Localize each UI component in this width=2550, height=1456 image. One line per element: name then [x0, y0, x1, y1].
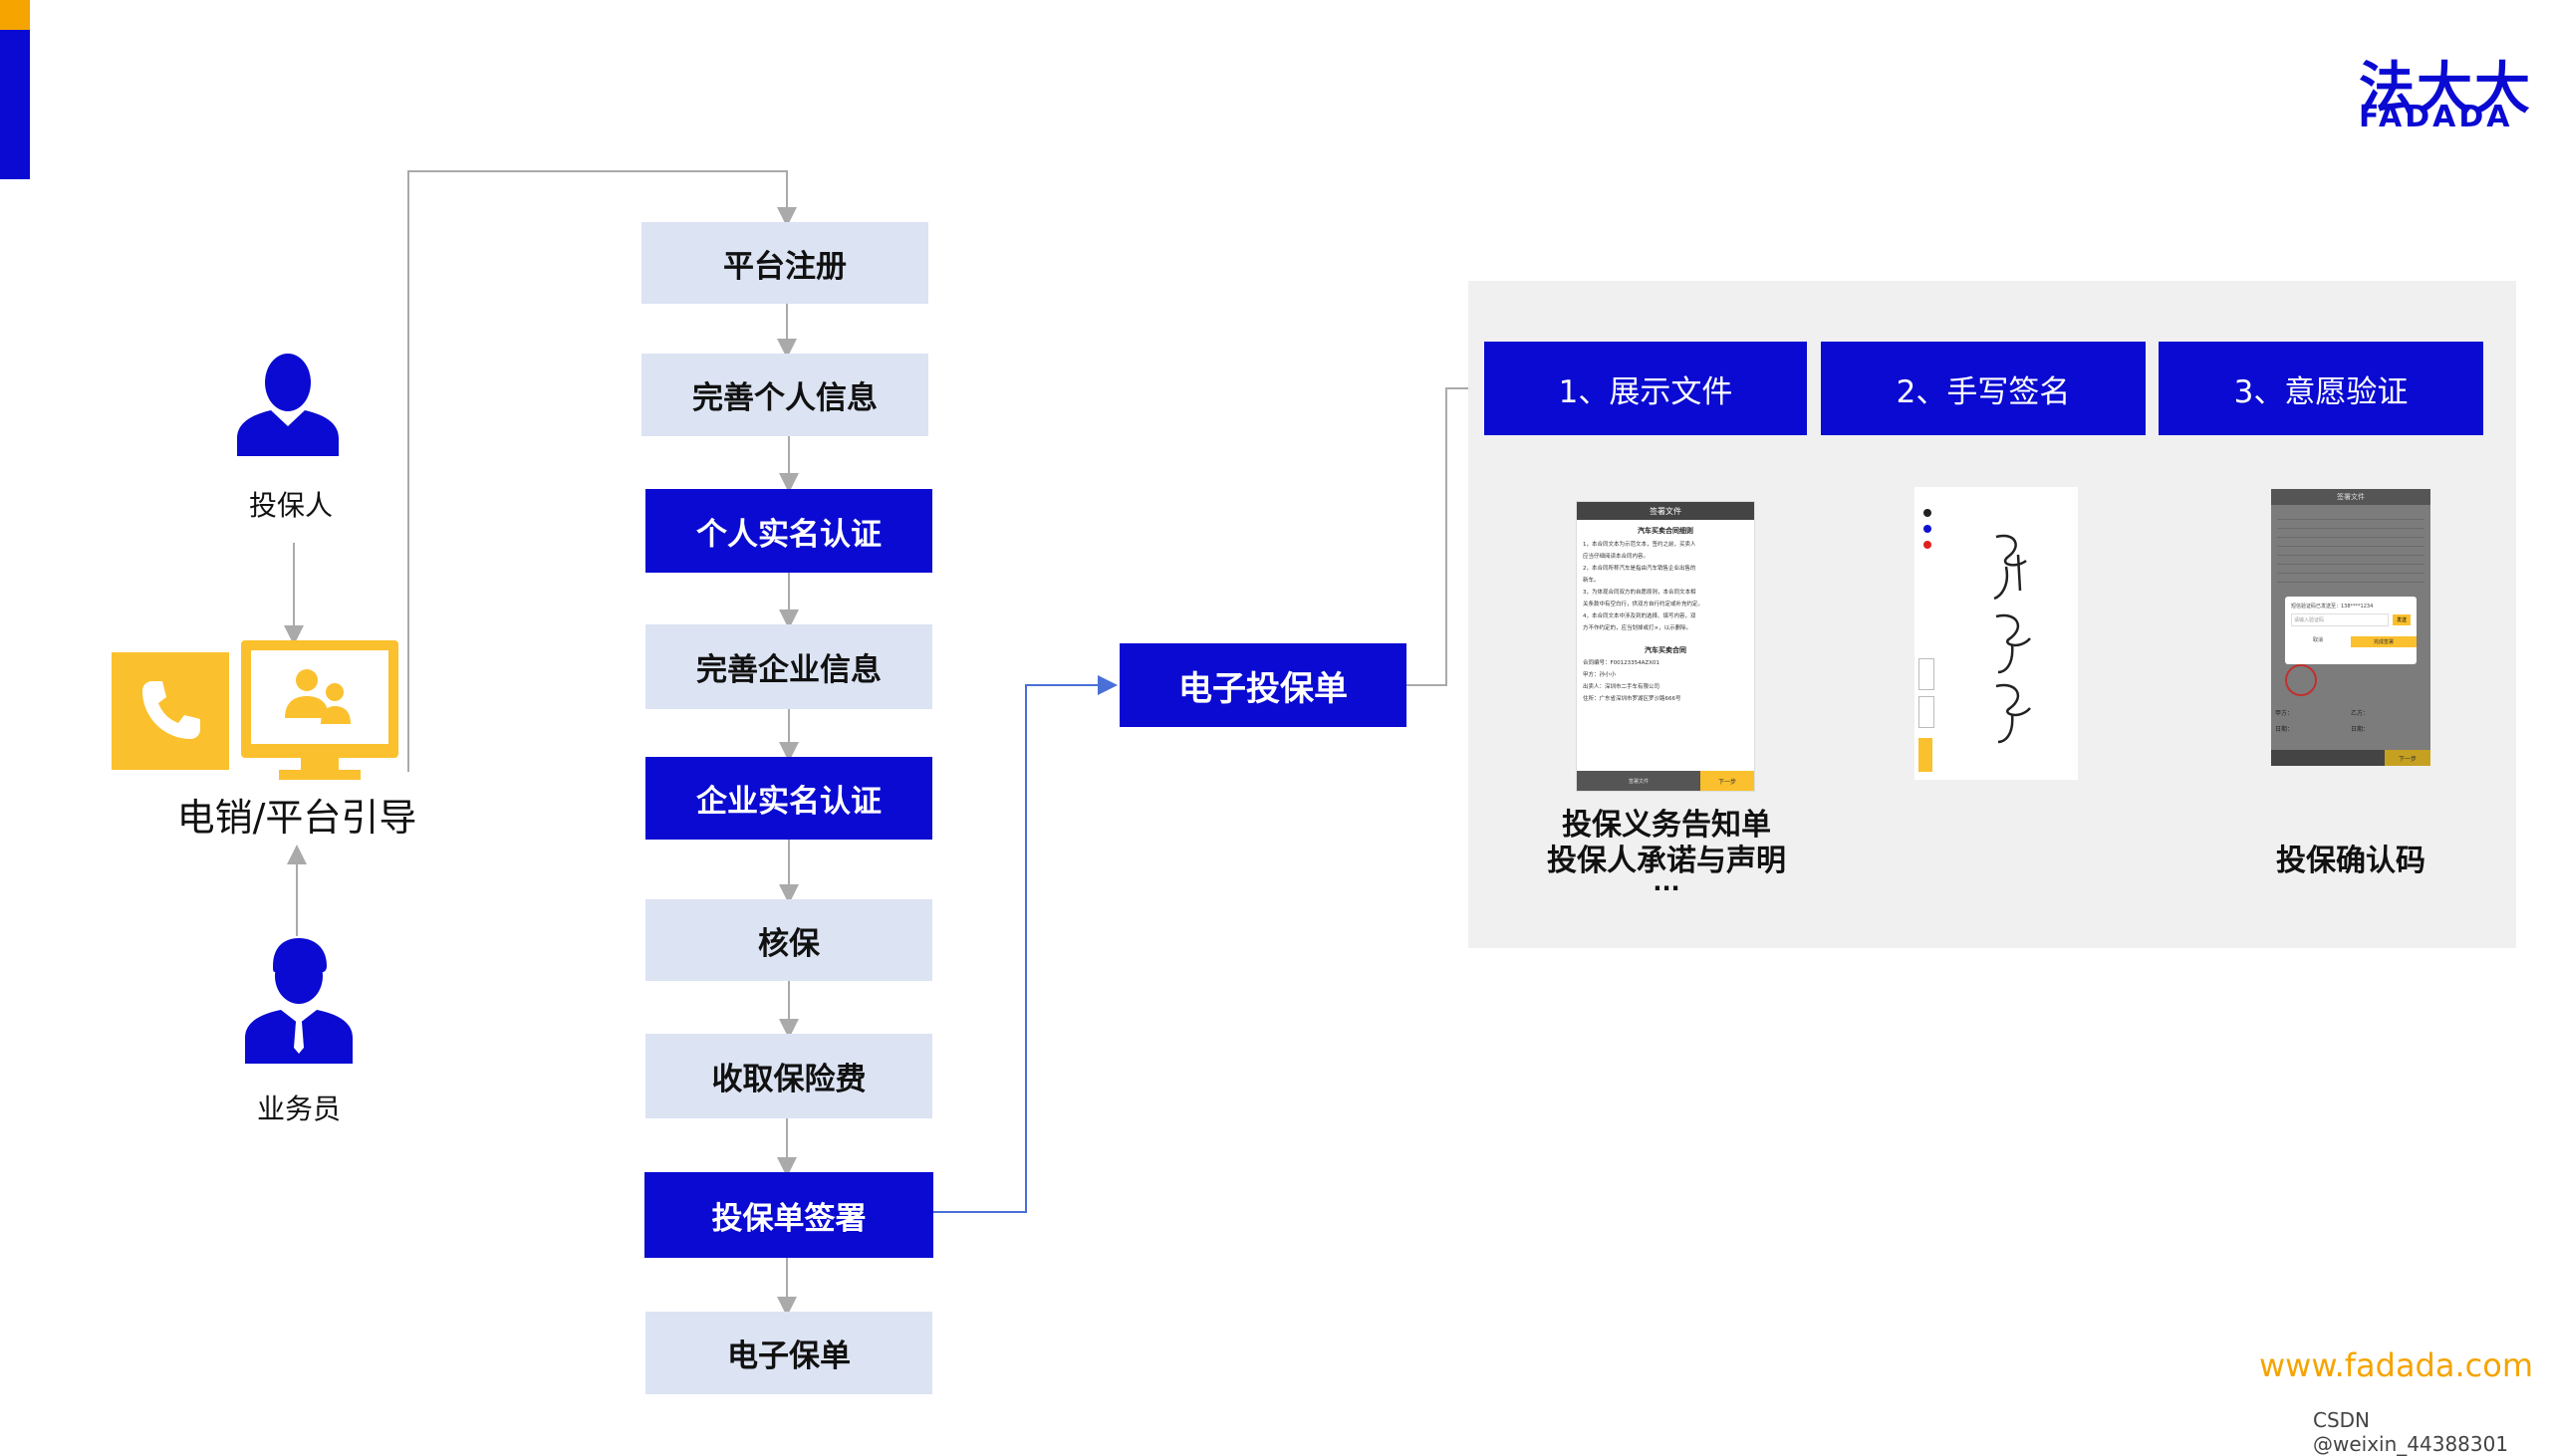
step-personal-verification: 个人实名认证 — [645, 489, 932, 573]
verify-dialog: 短信验证码已发送至：138****1234 请输入验证码 发送 取消 完成签署 — [2285, 597, 2417, 664]
step-intent-verification: 3、意愿验证 — [2159, 342, 2483, 435]
electronic-application-box: 电子投保单 — [1120, 643, 1406, 727]
doc-shot-fields: 合同编号：F00123354AZX01 甲方：孙小小 出卖人：深圳市二手车有限公… — [1577, 655, 1754, 707]
accent-yellow-bar — [0, 0, 30, 30]
monitor-icon — [241, 640, 398, 780]
signature-screenshot — [1914, 487, 2078, 780]
verify-date-a: 日期： — [2275, 726, 2294, 733]
doc-line: 应当仔细阅读本合同内容。 — [1583, 554, 1650, 560]
doc-field: 甲方：孙小小 — [1583, 672, 1617, 678]
step-show-document: 1、展示文件 — [1484, 342, 1807, 435]
doc-line: 2，本合同所称汽车是指由汽车销售企业出售的 — [1583, 566, 1696, 572]
agent-label: 业务员 — [256, 1092, 342, 1125]
agent-icon — [245, 938, 353, 1064]
doc-field: 出卖人：深圳市二手车有限公司 — [1583, 684, 1660, 690]
verify-next-button[interactable]: 下一步 — [2385, 750, 2430, 766]
pen-color-red[interactable] — [1923, 541, 1931, 549]
step-sign-application: 投保单签署 — [644, 1172, 933, 1258]
doc-line: 3，为体现合同双方的自愿原则，本合同文本相 — [1583, 590, 1696, 596]
doc-line: 方不作约定的，应当划掉或打×，以示删除。 — [1583, 625, 1692, 631]
verify-send-button[interactable]: 发送 — [2392, 614, 2411, 625]
verify-cancel-button[interactable]: 取消 — [2312, 637, 2323, 643]
guide-label: 电销/平台引导 — [176, 796, 417, 840]
verification-caption: 投保确认码 — [2276, 844, 2425, 878]
verify-complete-button[interactable]: 完成签署 — [2351, 636, 2417, 647]
verification-screenshot: 签署文件 短信验证码已发送至：138****1234 请输入验证码 发送 取消 … — [2271, 489, 2430, 766]
doc-line: 关条款中有空白行，供双方自行约定或补充约定。 — [1583, 602, 1704, 607]
insured-person-icon — [237, 354, 339, 456]
handwritten-signature — [1993, 534, 2031, 744]
doc-field: 住所：广东省深圳市罗湖区罗沙路666号 — [1583, 696, 1681, 702]
document-screenshot: 签署文件 汽车买卖合同细则 1，本合同文本为示范文本，签约之前，买卖人 应当仔细… — [1576, 501, 1755, 792]
step-underwriting: 核保 — [645, 899, 932, 981]
doc-shot-header: 签署文件 — [1577, 502, 1754, 520]
website-link[interactable]: www.fadada.com — [2259, 1346, 2533, 1384]
verify-dialog-line1: 短信验证码已发送至：138****1234 — [2291, 604, 2374, 609]
doc-shot-body: 1，本合同文本为示范文本，签约之前，买卖人 应当仔细阅读本合同内容。 2，本合同… — [1577, 536, 1754, 637]
red-seal — [2285, 664, 2317, 696]
documents-caption-line3: ... — [1653, 868, 1680, 896]
verify-code-input[interactable]: 请输入验证码 — [2291, 613, 2389, 626]
step-handwritten-signature: 2、手写签名 — [1821, 342, 2146, 435]
clear-button[interactable] — [1918, 658, 1934, 690]
doc-line: 4，本合同文本中涉及到的选择、填写内容，双 — [1583, 613, 1696, 619]
verify-shot-header: 签署文件 — [2271, 489, 2430, 505]
step-enterprise-verification: 企业实名认证 — [645, 757, 932, 840]
doc-field: 合同编号：F00123354AZX01 — [1583, 660, 1659, 666]
csdn-watermark: CSDN @weixin_44388301 — [2313, 1408, 2509, 1456]
fadada-logo-cn: 法大大 — [2359, 57, 2532, 121]
step-collect-premium: 收取保险费 — [645, 1034, 932, 1118]
phone-icon — [112, 652, 229, 770]
doc-shot-next-button[interactable]: 下一步 — [1700, 771, 1754, 791]
doc-shot-contract-title: 汽车买卖合同 — [1645, 646, 1686, 654]
confirm-button[interactable] — [1918, 738, 1932, 772]
pen-color-black[interactable] — [1923, 509, 1931, 517]
step-complete-personal-info: 完善个人信息 — [641, 354, 928, 436]
insured-label: 投保人 — [248, 489, 334, 522]
verify-sign-b: 乙方： — [2351, 710, 2370, 717]
documents-caption-line1: 投保义务告知单 — [1562, 808, 1771, 843]
doc-shot-title: 汽车买卖合同细则 — [1638, 527, 1693, 535]
step-electronic-policy: 电子保单 — [645, 1312, 932, 1394]
doc-line: 1，本合同文本为示范文本，签约之前，买卖人 — [1583, 542, 1696, 548]
verify-date-b: 日期： — [2351, 726, 2370, 733]
undo-button[interactable] — [1918, 696, 1934, 728]
documents-caption-line2: 投保人承诺与声明 — [1547, 844, 1786, 878]
doc-line: 新车。 — [1583, 578, 1600, 584]
step-platform-register: 平台注册 — [641, 222, 928, 304]
pen-color-blue[interactable] — [1923, 525, 1931, 533]
fadada-logo-en: FADADA — [2359, 100, 2513, 134]
verify-text-lines — [2277, 511, 2424, 591]
doc-shot-footer-label: 签署文件 — [1577, 771, 1700, 791]
verify-sign-a: 甲方： — [2275, 710, 2294, 717]
doc-shot-footer: 签署文件 下一步 — [1577, 771, 1754, 791]
accent-blue-bar — [0, 30, 30, 179]
step-complete-enterprise-info: 完善企业信息 — [645, 624, 932, 709]
